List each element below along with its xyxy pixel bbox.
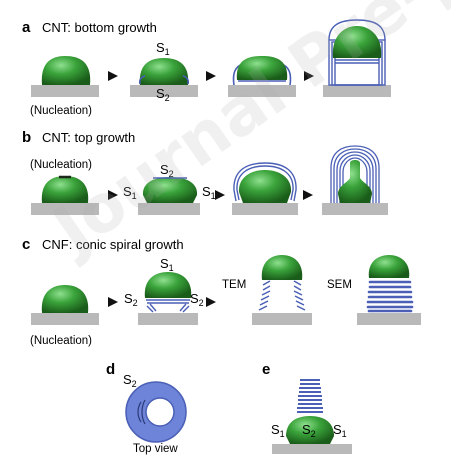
panel-c-title: CNF: conic spiral growth — [42, 237, 184, 252]
catalyst-particle — [286, 416, 334, 444]
catalyst-particle — [139, 58, 189, 85]
carbon-spiral — [258, 280, 271, 311]
catalyst-particle — [142, 177, 198, 203]
panel-a-letter: a — [22, 19, 31, 36]
substrate — [323, 85, 391, 97]
carbon-spiral — [182, 305, 190, 313]
s1-label: S1 — [156, 40, 170, 57]
substrate — [130, 85, 198, 97]
tem-label: TEM — [222, 279, 246, 291]
substrate — [252, 313, 312, 325]
panel-e-letter: e — [262, 361, 270, 378]
catalyst-particle — [332, 26, 382, 58]
panel-b-nucleation-label: (Nucleation) — [30, 159, 92, 171]
panel-b: b CNT: top growth (Nucleation) S2 S1 S1 — [22, 129, 388, 215]
substrate — [31, 85, 99, 97]
carbon-layer — [233, 162, 297, 202]
carbon-shell — [342, 157, 368, 203]
arrow — [206, 297, 216, 307]
catalyst-particle — [236, 56, 288, 80]
s1-label: S1 — [160, 256, 174, 273]
carbon-coil — [366, 280, 414, 313]
arrow — [304, 71, 314, 81]
panel-a-title: CNT: bottom growth — [42, 20, 157, 35]
substrate — [31, 203, 99, 215]
s1-label-left: S1 — [271, 422, 285, 439]
sem-label: SEM — [327, 279, 352, 291]
carbon-shell — [336, 151, 374, 203]
catalyst-particle — [338, 160, 372, 203]
substrate — [322, 203, 388, 215]
carbon-shell — [333, 148, 377, 203]
arrow — [108, 190, 118, 200]
panel-b-stage-4 — [322, 145, 388, 215]
carbon-spiral — [179, 303, 187, 312]
catalyst-particle — [41, 285, 89, 313]
s1-label-right: S1 — [333, 422, 347, 439]
s2-label: S2 — [123, 372, 137, 389]
s2-label-right: S2 — [190, 291, 204, 308]
substrate — [31, 313, 99, 325]
carbon-coil — [370, 279, 410, 306]
catalyst-particle — [238, 170, 292, 203]
s2-label: S2 — [156, 86, 170, 103]
arrow — [303, 190, 313, 200]
substrate — [138, 203, 200, 215]
substrate — [232, 203, 298, 215]
s2-label-left: S2 — [124, 291, 138, 308]
catalyst-particle — [261, 255, 303, 280]
s2-label: S2 — [160, 162, 174, 179]
panel-a: a CNT: bottom growth (Nucleation) S1 S2 — [22, 19, 391, 117]
panel-b-title: CNT: top growth — [42, 130, 135, 145]
panel-b-letter: b — [22, 129, 31, 146]
catalyst-particle — [41, 176, 89, 203]
carbon-layer — [236, 165, 294, 201]
arrow — [206, 71, 216, 81]
carbon-shell — [330, 145, 380, 203]
panel-c-tem-stage — [252, 255, 312, 325]
panel-d: d S2 Top view — [106, 361, 187, 455]
carbon-spiral — [149, 303, 157, 312]
catalyst-particle — [144, 272, 192, 298]
panel-b-stage-2 — [138, 177, 200, 215]
substrate — [228, 85, 296, 97]
panel-c-sem-stage — [357, 255, 421, 325]
top-view-ring — [125, 381, 187, 443]
s1-label-left: S1 — [123, 184, 137, 201]
catalyst-particle — [41, 56, 91, 85]
top-view-caption: Top view — [133, 443, 178, 455]
carbon-stack — [297, 379, 323, 413]
carbon-layer — [182, 75, 190, 85]
carbon-layer — [138, 75, 146, 85]
carbon-spiral — [146, 305, 154, 313]
panel-a-stage-4 — [323, 19, 391, 97]
carbon-spiral — [293, 280, 306, 311]
panel-c: c CNF: conic spiral growth (Nucleation) … — [22, 236, 421, 347]
panel-c-nucleation-label: (Nucleation) — [30, 335, 92, 347]
substrate — [138, 313, 198, 325]
panel-a-stage-3 — [228, 56, 296, 97]
arrow — [108, 71, 118, 81]
panel-b-stage-3 — [232, 162, 298, 215]
s2-label: S2 — [302, 422, 316, 439]
panel-c-letter: c — [22, 236, 30, 253]
carbon-shell — [339, 154, 371, 203]
panel-e: e S1 S2 S1 — [262, 361, 352, 454]
panel-a-nucleation-label: (Nucleation) — [30, 105, 92, 117]
s1-label-right: S1 — [202, 184, 216, 201]
panel-a-stage-1 — [31, 56, 99, 97]
substrate — [357, 313, 421, 325]
panel-c-stage-1 — [31, 285, 99, 325]
carbon-cap — [328, 19, 386, 41]
panel-c-stage-2 — [138, 272, 198, 325]
catalyst-particle — [368, 255, 410, 278]
arrow — [108, 297, 118, 307]
panel-b-stage-1 — [31, 175, 99, 215]
panel-a-stage-2 — [130, 58, 198, 97]
arrow — [215, 190, 225, 200]
panel-d-letter: d — [106, 361, 115, 378]
panel-e-structure — [272, 379, 352, 454]
substrate — [272, 444, 352, 454]
